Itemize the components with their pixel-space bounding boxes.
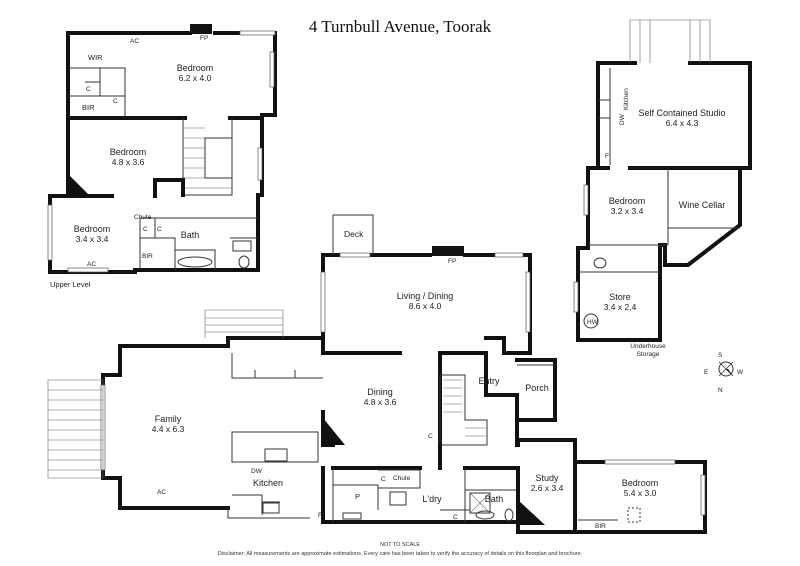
label-c-upper-1: C: [86, 86, 91, 93]
label-ac-upper-1: AC: [130, 38, 139, 45]
label-fp-upper: FP: [200, 35, 208, 42]
label-c-upper-3: C: [143, 226, 148, 233]
label-kitchen-studio: Kitchen: [623, 88, 630, 110]
label-fp-ground: FP: [448, 258, 456, 265]
label-bir-upper-2: BIR: [142, 253, 153, 260]
room-name-dining: Dining: [367, 387, 393, 397]
room-name-porch: Porch: [525, 383, 549, 393]
compass-icon: [718, 361, 734, 377]
room-name-pantry: P: [355, 492, 360, 501]
ground-level: [47, 214, 707, 534]
label-hw: HW: [587, 319, 599, 326]
label-f-kitchen: F: [318, 512, 322, 519]
label-bir-upper: BIR: [82, 103, 95, 112]
room-name-living-dining: Living / Dining: [397, 291, 454, 301]
upper-level: [47, 24, 277, 274]
compass-s: S: [718, 352, 723, 359]
room-name-upper-bedroom-2: Bedroom: [110, 147, 147, 157]
room-dim-upper-bedroom-2: 4.8 x 3.6: [112, 157, 145, 167]
label-dw-studio: DW: [619, 113, 626, 125]
room-name-kitchen: Kitchen: [253, 478, 283, 488]
label-c-entry: C: [428, 433, 433, 440]
room-dim-study: 2.6 x 3.4: [531, 483, 564, 493]
room-dim-family: 4.4 x 6.3: [152, 424, 185, 434]
plan-title: 4 Turnbull Avenue, Toorak: [309, 17, 492, 36]
compass-w: W: [737, 369, 744, 376]
room-name-studio: Self Contained Studio: [638, 108, 725, 118]
label-f-studio: F: [605, 153, 609, 160]
room-dim-master-bedroom: 6.2 x 4.0: [179, 73, 212, 83]
room-name-study: Study: [535, 473, 559, 483]
not-to-scale-note: NOT TO SCALE: [380, 542, 420, 548]
room-name-upper-bath: Bath: [181, 230, 200, 240]
room-name-laundry: L'dry: [422, 494, 442, 504]
room-name-wine-cellar: Wine Cellar: [679, 200, 726, 210]
label-dw-kitchen: DW: [251, 468, 263, 475]
label-chute-upper: Chute: [134, 214, 152, 221]
label-c-laundry: C: [381, 476, 386, 483]
room-dim-store: 3.4 x 2.4: [604, 302, 637, 312]
room-name-studio-bedroom: Bedroom: [609, 196, 646, 206]
disclaimer: Disclaimer: All measurements are approxi…: [218, 551, 583, 557]
room-name-upper-bedroom-3: Bedroom: [74, 224, 111, 234]
compass-e: E: [704, 369, 709, 376]
label-ac-upper-2: AC: [87, 261, 96, 268]
room-name-ground-bedroom: Bedroom: [622, 478, 659, 488]
label-wir: WIR: [88, 53, 103, 62]
label-chute-ground: Chute: [393, 475, 411, 482]
label-c-bath: C: [453, 514, 458, 521]
compass-n: N: [718, 387, 723, 394]
label-c-upper-2: C: [113, 98, 118, 105]
level-label: Upper Level: [50, 280, 91, 289]
room-name-entry: Entry: [478, 376, 500, 386]
room-name-family: Family: [155, 414, 182, 424]
label-underhouse: Underhouse: [630, 343, 666, 350]
label-storage: Storage: [637, 351, 660, 358]
room-dim-living-dining: 8.6 x 4.0: [409, 301, 442, 311]
label-bir-ground: BIR: [595, 523, 606, 530]
room-name-master-bedroom: Bedroom: [177, 63, 214, 73]
studio-block: [573, 19, 752, 342]
room-dim-studio: 6.4 x 4.3: [666, 118, 699, 128]
room-dim-dining: 4.8 x 3.6: [364, 397, 397, 407]
label-c-upper-4: C: [157, 226, 162, 233]
room-dim-ground-bedroom: 5.4 x 3.0: [624, 488, 657, 498]
room-dim-upper-bedroom-3: 3.4 x 3.4: [76, 234, 109, 244]
room-dim-studio-bedroom: 3.2 x 3.4: [611, 206, 644, 216]
room-name-bath-ground: Bath: [485, 494, 504, 504]
room-name-store: Store: [609, 292, 631, 302]
room-name-deck: Deck: [344, 229, 364, 239]
label-ac-family: AC: [157, 489, 166, 496]
